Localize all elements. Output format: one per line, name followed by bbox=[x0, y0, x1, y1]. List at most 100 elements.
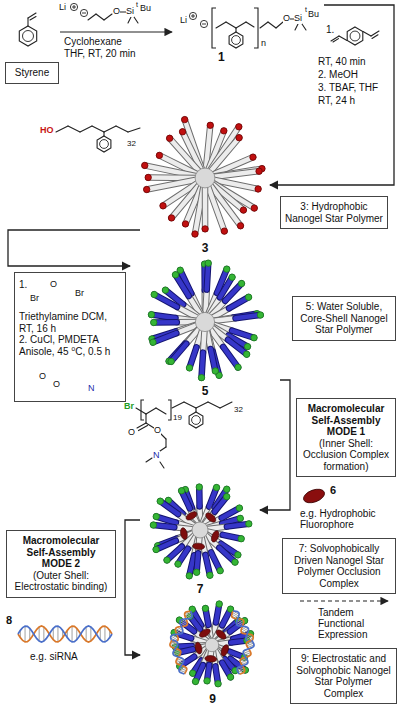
polymer-arm bbox=[203, 329, 204, 352]
compound-number: 9 bbox=[209, 693, 216, 706]
shell-arm bbox=[175, 275, 188, 296]
arm-end-group bbox=[217, 568, 223, 574]
charge-symbol bbox=[80, 9, 87, 16]
arm-end-group bbox=[151, 319, 157, 325]
arm-end-group bbox=[240, 207, 246, 213]
polymer-arm bbox=[208, 185, 225, 231]
atom-label: O bbox=[50, 280, 57, 290]
arm-end-group bbox=[202, 605, 208, 611]
charge-symbol bbox=[202, 24, 206, 25]
repeat-index: n bbox=[261, 39, 266, 49]
arm-end-group bbox=[221, 128, 227, 134]
condition-text: 1. bbox=[326, 24, 334, 35]
polymer-arm bbox=[212, 169, 262, 177]
shell-arm bbox=[151, 315, 175, 318]
rna-strand bbox=[237, 640, 254, 674]
charge-symbol bbox=[74, 5, 75, 9]
arm-end-group bbox=[244, 343, 250, 349]
arm-end-group bbox=[255, 186, 261, 192]
arm-end-group bbox=[162, 287, 168, 293]
arm-end-group bbox=[179, 129, 185, 135]
bond-line bbox=[56, 126, 68, 132]
bond-line bbox=[226, 22, 236, 28]
condition-text: 3. TBAF, THF bbox=[318, 82, 378, 93]
bond-line bbox=[80, 126, 92, 132]
compound-number: 3 bbox=[202, 242, 209, 255]
arm-end-group bbox=[196, 484, 202, 490]
arm-end-group bbox=[145, 174, 151, 180]
shell-arm bbox=[223, 347, 238, 367]
base-pair bbox=[57, 626, 58, 642]
arm-end-group bbox=[168, 215, 174, 221]
arm-end-group bbox=[243, 351, 249, 357]
guest-molecule bbox=[214, 628, 227, 641]
arm-end-group bbox=[144, 186, 150, 192]
condition-text: 2. MeOH bbox=[318, 69, 358, 80]
shell-arm bbox=[153, 333, 176, 342]
bond-line bbox=[331, 36, 339, 41]
condition-text: RT, 40 min bbox=[318, 56, 366, 67]
rna-strand bbox=[172, 640, 184, 674]
arm-end-group bbox=[150, 339, 156, 345]
polymer-arm bbox=[203, 329, 204, 352]
caption-box: 9: Electrostatic and Solvophobic Nanogel… bbox=[290, 648, 397, 704]
arm-end-group bbox=[181, 116, 187, 122]
shell-arm bbox=[207, 263, 208, 289]
bond-line bbox=[160, 462, 164, 468]
benzene-ring bbox=[192, 416, 201, 425]
charge-symbol bbox=[82, 13, 86, 14]
note-text: e.g. Hydrophobic Fluorophore bbox=[300, 508, 395, 530]
arm-end-group bbox=[160, 203, 166, 209]
caption-box: 5: Water Soluble, Core-Shell Nanogel Sta… bbox=[292, 296, 396, 341]
arm-end-group bbox=[229, 274, 235, 280]
arm-end-group bbox=[251, 205, 257, 211]
polymer-arm bbox=[212, 171, 259, 177]
shell-arm bbox=[236, 315, 261, 318]
note-text: e.g. siRNA bbox=[30, 651, 78, 662]
reaction-arrow bbox=[125, 520, 140, 655]
base-pair bbox=[72, 626, 73, 642]
benzene-ring bbox=[229, 32, 243, 48]
atom-label: O bbox=[39, 372, 46, 382]
compound-number: 7 bbox=[197, 583, 204, 596]
arm-end-group bbox=[227, 674, 233, 680]
box-text: 9: Electrostatic and Solvophobic Nanogel… bbox=[295, 653, 392, 699]
bond-line bbox=[68, 126, 80, 132]
bond-line bbox=[156, 408, 166, 414]
box-text: 5: Water Soluble, Core-Shell Nanogel Sta… bbox=[297, 301, 391, 336]
guest-molecule bbox=[185, 510, 199, 522]
reaction-arrow bbox=[270, 5, 394, 185]
box-text: 3: Hydrophobic Nanogel Star Polymer bbox=[285, 201, 383, 224]
bond-line bbox=[139, 426, 148, 431]
arm-end-group bbox=[224, 486, 230, 492]
arm-end-group bbox=[186, 365, 192, 371]
condition-text: Cyclohexane bbox=[64, 36, 122, 47]
shell-arm bbox=[202, 353, 204, 378]
arm-end-group bbox=[207, 572, 213, 578]
sirna bbox=[18, 626, 112, 642]
rna-strand bbox=[232, 611, 254, 642]
bond-line bbox=[146, 423, 154, 428]
arm-end-group bbox=[192, 231, 198, 237]
charge-symbol bbox=[200, 20, 207, 27]
shell-arm bbox=[202, 353, 204, 378]
shell-arm bbox=[154, 295, 177, 307]
bond-line bbox=[128, 128, 140, 132]
atom-label: N bbox=[88, 384, 95, 394]
repeat-bracket bbox=[168, 400, 171, 420]
bond-line bbox=[88, 14, 96, 20]
rna-strand bbox=[171, 611, 192, 642]
arm-end-group bbox=[157, 498, 163, 504]
repeat-index: 19 bbox=[173, 414, 182, 423]
reaction-arrow bbox=[60, 31, 172, 32]
guest-molecule bbox=[198, 627, 212, 639]
star-polymer-figure: 3 bbox=[140, 100, 270, 255]
bond-line bbox=[216, 22, 226, 28]
bond-line bbox=[184, 402, 196, 408]
benzene-ring bbox=[350, 31, 360, 41]
compound-number: 6 bbox=[330, 484, 336, 496]
reaction-arrow bbox=[260, 380, 290, 510]
guest-molecule bbox=[179, 527, 188, 540]
base-pair bbox=[43, 627, 44, 641]
polymer-arm bbox=[208, 185, 225, 231]
